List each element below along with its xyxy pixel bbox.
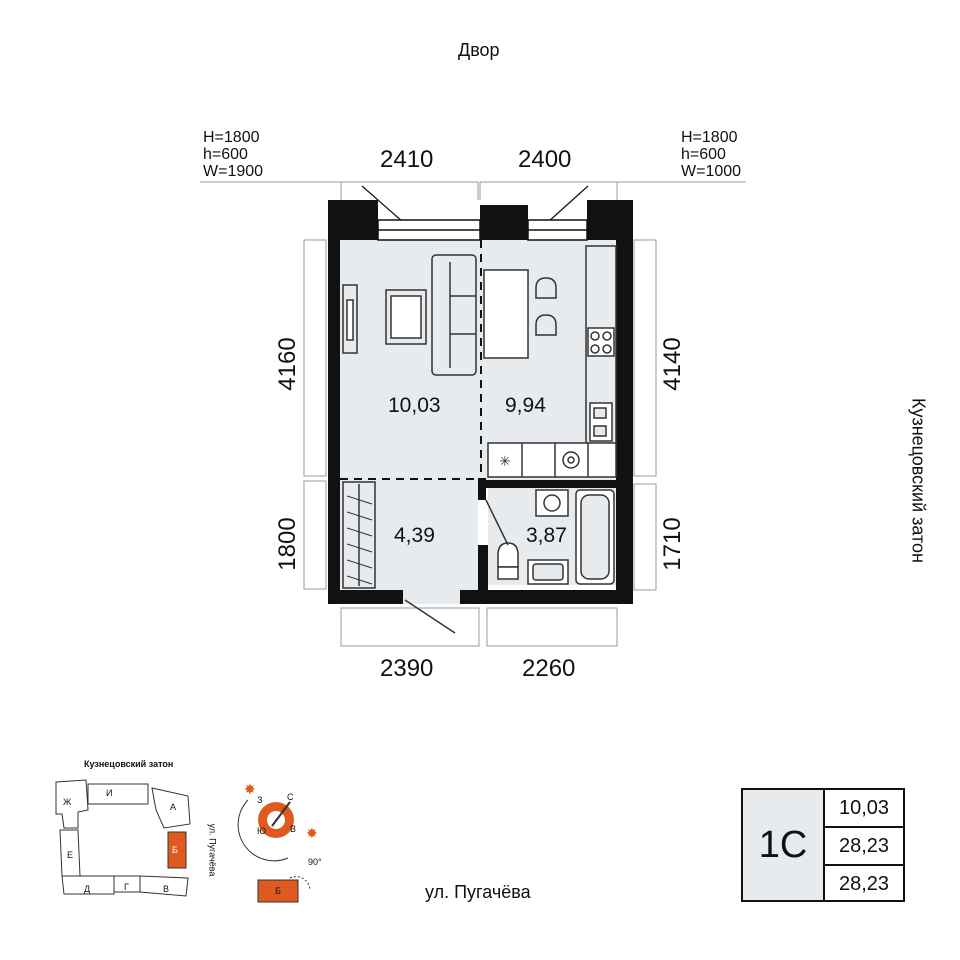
site-section-b: Б — [172, 845, 178, 855]
window-leaders — [361, 185, 589, 223]
window-right-sill: h=600 — [681, 146, 726, 163]
toilet — [497, 542, 519, 568]
apartment-summary: 1С 10,03 28,23 28,23 — [741, 788, 905, 902]
site-section-i: И — [106, 788, 113, 798]
room-area-kitchen: 9,94 — [505, 394, 546, 417]
dim-bottom-left: 2390 — [380, 655, 434, 682]
zone-dividers — [340, 240, 482, 480]
living-area-value: 10,03 — [825, 790, 903, 828]
bottom-street-label: ул. Пугачёва — [425, 882, 531, 902]
room-area-bath: 3,87 — [526, 524, 567, 547]
fridge-icon: ✳ — [499, 453, 511, 469]
window-info-left: H=1800 h=600 W=1900 — [203, 129, 263, 180]
window-left-width: W=1900 — [203, 163, 264, 180]
compass-south: Ю — [257, 826, 267, 836]
room-area-hall: 4,39 — [394, 524, 435, 547]
doors — [404, 499, 509, 634]
svg-text:✸: ✸ — [306, 825, 318, 841]
compass-north: С — [287, 792, 294, 802]
walls — [328, 200, 633, 604]
compass-section: Б — [275, 886, 281, 896]
site-plan-title: Кузнецовский затон — [84, 759, 174, 769]
site-section-d: Д — [84, 884, 91, 894]
dim-bottom-right: 2260 — [522, 655, 576, 682]
window-info-right: H=1800 h=600 W=1000 — [681, 129, 741, 180]
dim-top-right: 2400 — [518, 146, 572, 173]
dining-table — [483, 269, 529, 359]
compass: ✸ ✸ — [237, 781, 318, 903]
apartment-type: 1С — [743, 790, 825, 900]
site-section-g: Г — [124, 882, 129, 892]
window-right-height: H=1800 — [681, 129, 738, 146]
compass-rotation: 90° — [308, 857, 322, 867]
kitchen-base — [487, 442, 617, 478]
wardrobe-hatching — [346, 495, 373, 585]
windows — [377, 219, 588, 241]
compass-west: З — [257, 795, 263, 805]
site-section-v: В — [163, 884, 170, 894]
site-section-zh: Ж — [63, 797, 72, 807]
top-street-label: Двор — [458, 40, 500, 60]
chair-1 — [535, 277, 557, 299]
dimension-lines — [200, 181, 746, 647]
compass-east: В — [290, 824, 297, 834]
window-left-height: H=1800 — [203, 129, 260, 146]
area-with-balcony-value: 28,23 — [838, 872, 890, 895]
window-right-width: W=1000 — [681, 163, 742, 180]
window-left-sill: h=600 — [203, 146, 248, 163]
room-area-living: 10,03 — [388, 394, 441, 417]
entrance-door — [404, 599, 456, 634]
total-area-value: 28,23 — [825, 828, 903, 866]
site-section-a: А — [170, 802, 177, 812]
site-section-e: Е — [67, 850, 74, 860]
site-plan — [55, 779, 191, 897]
sofa — [431, 254, 477, 376]
site-plan-street: ул. Пугачёва — [207, 823, 218, 877]
svg-text:✸: ✸ — [244, 781, 256, 797]
bath-door — [485, 499, 509, 546]
dim-top-left: 2410 — [380, 146, 434, 173]
chair-2 — [535, 314, 557, 336]
